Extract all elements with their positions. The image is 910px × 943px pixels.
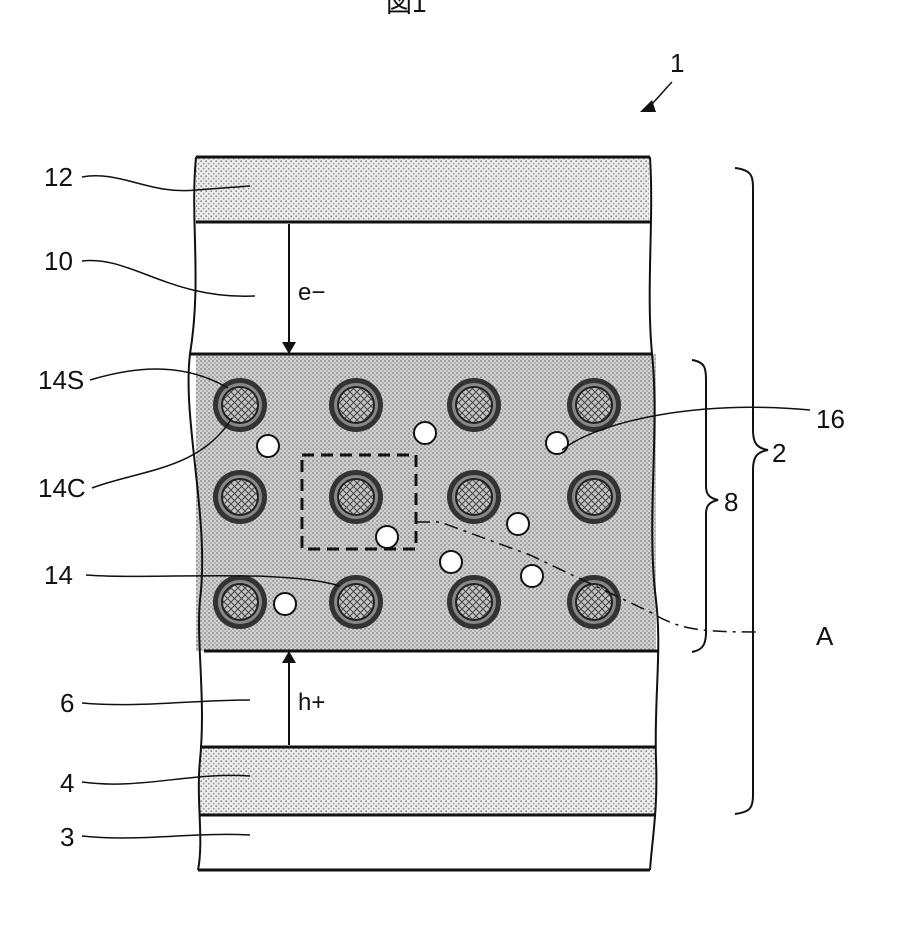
quantum-dot	[213, 470, 267, 524]
quantum-dot	[329, 470, 383, 524]
ligand-particle	[414, 422, 436, 444]
label-region: A	[816, 621, 834, 651]
layer-bottom-electrode	[200, 747, 656, 815]
label-substrate: 3	[60, 822, 74, 852]
hole-label: h+	[298, 689, 325, 716]
label-device: 1	[670, 48, 684, 78]
label-bottom-electrode: 4	[60, 768, 74, 798]
quantum-dot	[213, 575, 267, 629]
ligand-particle	[521, 565, 543, 587]
quantum-dot	[567, 575, 621, 629]
ligand-particle	[257, 435, 279, 457]
quantum-dot	[447, 378, 501, 432]
label-emission-layer: 8	[724, 487, 738, 517]
brace-stack	[735, 168, 768, 814]
label-top-electrode: 12	[44, 162, 73, 192]
layer-hole-transport	[200, 651, 656, 747]
quantum-dot	[567, 378, 621, 432]
quantum-dot	[447, 470, 501, 524]
ligand-particle	[507, 513, 529, 535]
ligand-particle	[440, 551, 462, 573]
label-layer-stack: 2	[772, 438, 786, 468]
ligand-particle	[274, 593, 296, 615]
label-quantum-dot: 14	[44, 560, 73, 590]
quantum-dot	[213, 378, 267, 432]
quantum-dot	[447, 575, 501, 629]
quantum-dot	[567, 470, 621, 524]
quantum-dot	[329, 575, 383, 629]
layer-electron-transport	[196, 222, 649, 354]
label-electron-transport: 10	[44, 246, 73, 276]
layer-top-electrode	[196, 157, 649, 222]
label-core: 14C	[38, 473, 86, 503]
electron-label: e−	[298, 279, 325, 306]
label-shell: 14S	[38, 365, 84, 395]
ligand-particle	[546, 432, 568, 454]
figure-title: 図1	[386, 0, 426, 18]
ligand-particle	[376, 526, 398, 548]
quantum-dot	[329, 378, 383, 432]
brace-emission	[692, 360, 718, 652]
label-ligand: 16	[816, 404, 845, 434]
layer-substrate	[200, 815, 656, 870]
label-hole-transport: 6	[60, 688, 74, 718]
